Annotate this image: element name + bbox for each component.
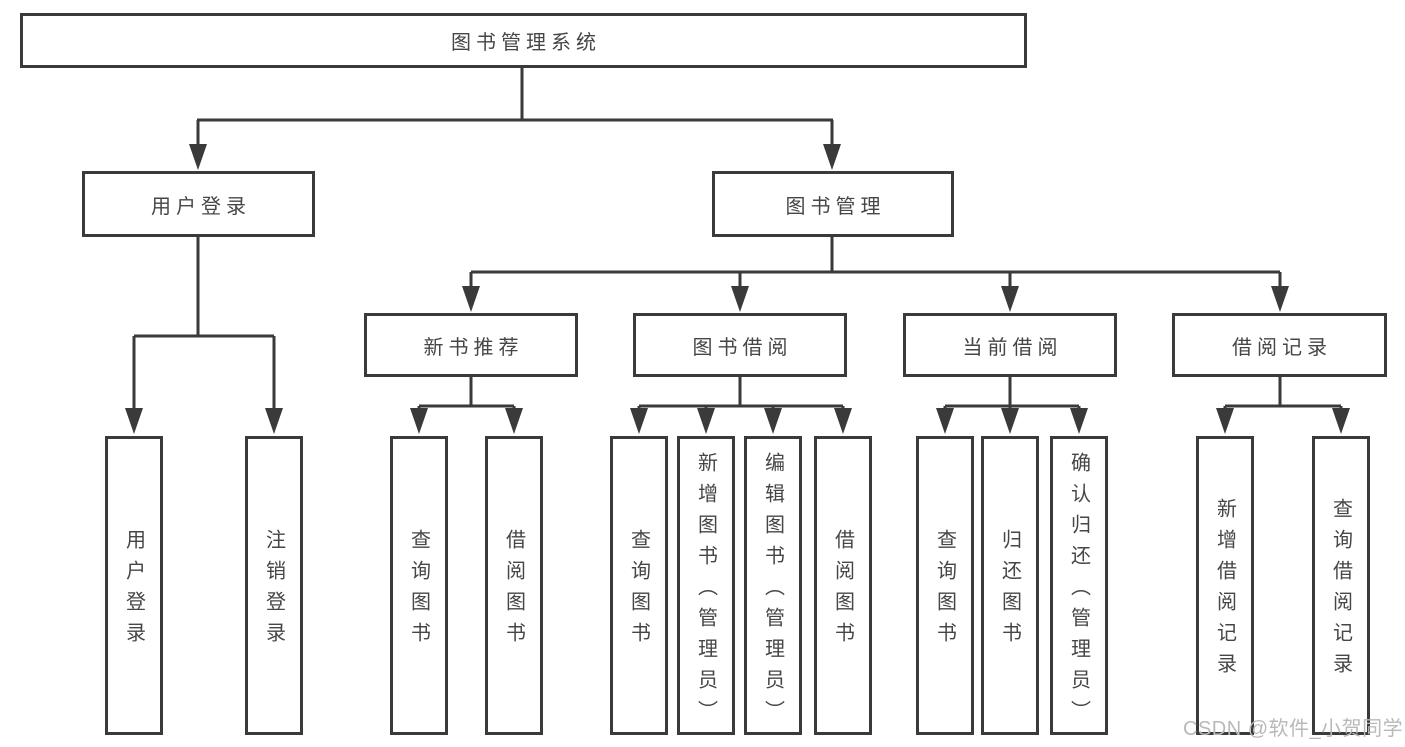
leaf-borrow-borrow-books-label: 借阅图书 (831, 529, 854, 653)
node-book-management: 图书管理 (712, 171, 954, 237)
node-library-system: 图书管理系统 (20, 13, 1027, 68)
leaf-borrow-edit-books-admin-label: 编辑图书（管理员） (761, 451, 784, 731)
leaf-borrow-add-books-admin: 新增图书（管理员） (677, 436, 735, 735)
node-user-login: 用户登录 (82, 171, 315, 237)
leaf-newrec-borrow-books: 借阅图书 (485, 436, 543, 735)
leaf-logout-login: 注销登录 (245, 436, 303, 735)
leaf-borrow-edit-books-admin: 编辑图书（管理员） (744, 436, 802, 735)
node-current-borrowing: 当前借阅 (903, 313, 1117, 377)
node-library-system-label: 图书管理系统 (451, 32, 601, 54)
leaf-user-login: 用户登录 (105, 436, 163, 735)
node-borrowing-records-label: 借阅记录 (1232, 336, 1332, 359)
leaf-records-query-record: 查询借阅记录 (1312, 436, 1370, 735)
leaf-current-confirm-return-admin-label: 确认归还（管理员） (1067, 451, 1090, 731)
leaf-records-query-record-label: 查询借阅记录 (1329, 498, 1352, 684)
node-borrowing-records: 借阅记录 (1172, 313, 1387, 377)
leaf-newrec-borrow-books-label: 借阅图书 (502, 529, 525, 653)
leaf-records-add-record: 新增借阅记录 (1196, 436, 1254, 735)
leaf-borrow-query-books-label: 查询图书 (627, 529, 650, 653)
node-book-borrowing: 图书借阅 (633, 313, 847, 377)
leaf-logout-login-label: 注销登录 (262, 529, 285, 653)
leaf-current-query-books: 查询图书 (916, 436, 974, 735)
leaf-current-confirm-return-admin: 确认归还（管理员） (1050, 436, 1108, 735)
node-book-management-label: 图书管理 (785, 195, 886, 218)
leaf-newrec-query-books-label: 查询图书 (407, 529, 430, 653)
leaf-current-return-books-label: 归还图书 (998, 529, 1021, 653)
leaf-user-login-label: 用户登录 (122, 529, 145, 653)
node-user-login-label: 用户登录 (151, 195, 251, 218)
node-book-borrowing-label: 图书借阅 (692, 336, 793, 359)
leaf-borrow-add-books-admin-label: 新增图书（管理员） (694, 451, 717, 731)
leaf-borrow-query-books: 查询图书 (610, 436, 668, 735)
leaf-records-add-record-label: 新增借阅记录 (1213, 498, 1236, 684)
node-new-book-recommend-label: 新书推荐 (423, 336, 524, 359)
csdn-watermark: CSDN @软件_小贺同学 (1183, 718, 1404, 740)
node-current-borrowing-label: 当前借阅 (962, 336, 1063, 359)
leaf-newrec-query-books: 查询图书 (390, 436, 448, 735)
leaf-current-return-books: 归还图书 (981, 436, 1039, 735)
leaf-borrow-borrow-books: 借阅图书 (814, 436, 872, 735)
leaf-current-query-books-label: 查询图书 (933, 529, 956, 653)
node-new-book-recommend: 新书推荐 (364, 313, 578, 377)
